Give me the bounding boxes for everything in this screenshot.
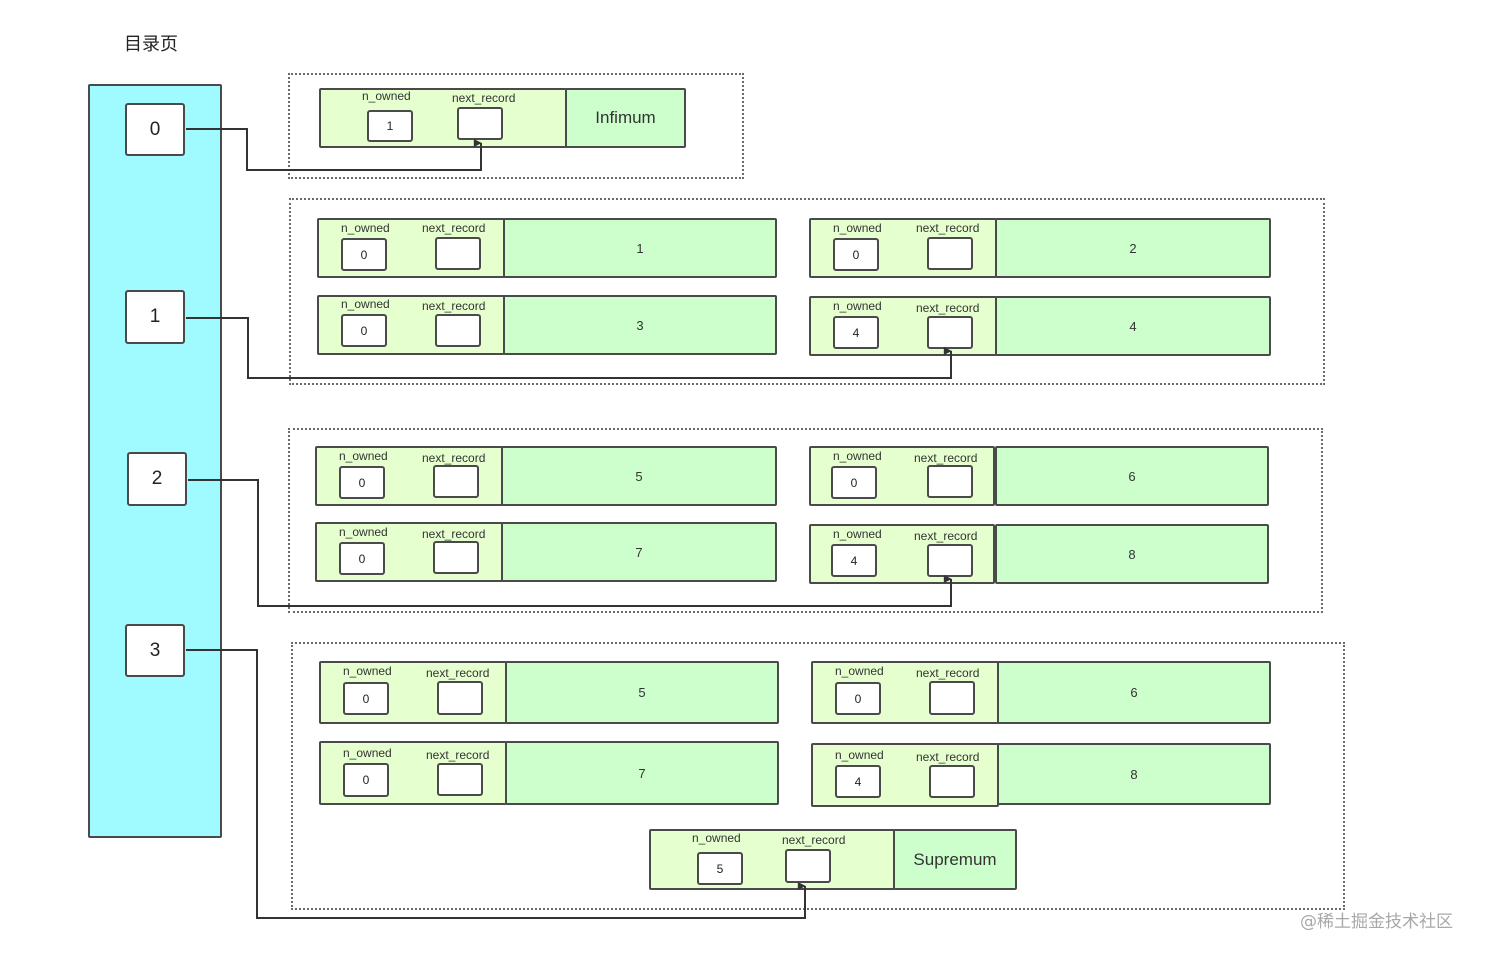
n-owned-label: n_owned xyxy=(341,221,390,235)
group-1 xyxy=(289,198,1325,385)
next-record-pointer xyxy=(435,237,481,270)
next-record-pointer xyxy=(433,465,479,498)
n-owned-label: n_owned xyxy=(835,664,884,678)
slot-2-connector xyxy=(188,479,952,607)
n-owned-value: 0 xyxy=(339,466,385,499)
next-record-pointer xyxy=(929,765,975,798)
directory-slot-0: 0 xyxy=(125,103,185,156)
record-body: 6 xyxy=(995,446,1269,506)
next-record-pointer xyxy=(457,107,503,140)
n-owned-label: n_owned xyxy=(343,746,392,760)
slot-3-connector xyxy=(186,649,806,919)
group-2 xyxy=(288,428,1323,613)
n-owned-value: 0 xyxy=(343,682,389,715)
n-owned-label: n_owned xyxy=(341,297,390,311)
next-record-label: next_record xyxy=(914,529,978,543)
next-record-pointer xyxy=(437,763,483,796)
page-title: 目录页 xyxy=(124,34,178,55)
directory-slot-1: 1 xyxy=(125,290,185,344)
record-body: 3 xyxy=(503,295,777,355)
group-0 xyxy=(288,73,744,179)
record-body: Supremum xyxy=(893,829,1017,890)
next-record-label: next_record xyxy=(426,748,490,762)
record-body: 5 xyxy=(505,661,779,724)
n-owned-value: 5 xyxy=(697,852,743,885)
next-record-label: next_record xyxy=(916,301,980,315)
next-record-label: next_record xyxy=(782,833,846,847)
n-owned-value: 0 xyxy=(339,542,385,575)
next-record-pointer xyxy=(785,849,831,883)
n-owned-label: n_owned xyxy=(833,221,882,235)
n-owned-label: n_owned xyxy=(833,449,882,463)
n-owned-label: n_owned xyxy=(339,525,388,539)
n-owned-label: n_owned xyxy=(833,299,882,313)
n-owned-label: n_owned xyxy=(362,89,411,103)
n-owned-label: n_owned xyxy=(692,831,741,845)
n-owned-label: n_owned xyxy=(339,449,388,463)
n-owned-value: 0 xyxy=(831,466,877,499)
n-owned-label: n_owned xyxy=(833,527,882,541)
next-record-pointer xyxy=(929,681,975,715)
n-owned-label: n_owned xyxy=(835,748,884,762)
record-body: 1 xyxy=(503,218,777,278)
next-record-label: next_record xyxy=(452,91,516,105)
n-owned-value: 0 xyxy=(835,682,881,715)
record-body: 8 xyxy=(997,743,1271,805)
slot-0-connector xyxy=(186,128,482,171)
n-owned-label: n_owned xyxy=(343,664,392,678)
record-body: 5 xyxy=(501,446,777,506)
n-owned-value: 4 xyxy=(833,316,879,349)
directory-slot-2: 2 xyxy=(127,452,187,506)
next-record-label: next_record xyxy=(422,527,486,541)
next-record-label: next_record xyxy=(916,666,980,680)
group-3 xyxy=(291,642,1345,910)
directory-slot-3: 3 xyxy=(125,624,185,677)
slot-1-connector xyxy=(186,317,952,379)
next-record-label: next_record xyxy=(426,666,490,680)
record-header xyxy=(319,88,567,148)
record-body: Infimum xyxy=(565,88,686,148)
next-record-pointer xyxy=(433,541,479,574)
n-owned-value: 0 xyxy=(833,238,879,271)
n-owned-value: 0 xyxy=(343,763,389,797)
n-owned-value: 0 xyxy=(341,238,387,271)
record-body: 4 xyxy=(995,296,1271,356)
record-body: 7 xyxy=(501,522,777,582)
record-body: 2 xyxy=(995,218,1271,278)
record-body: 6 xyxy=(997,661,1271,724)
next-record-pointer xyxy=(927,237,973,270)
n-owned-value: 1 xyxy=(367,110,413,142)
n-owned-value: 4 xyxy=(835,765,881,798)
record-body: 8 xyxy=(995,524,1269,584)
next-record-label: next_record xyxy=(422,451,486,465)
next-record-label: next_record xyxy=(422,221,486,235)
watermark: @稀土掘金技术社区 xyxy=(1300,912,1453,932)
next-record-label: next_record xyxy=(916,750,980,764)
next-record-pointer xyxy=(927,465,973,498)
next-record-label: next_record xyxy=(914,451,978,465)
next-record-pointer xyxy=(435,314,481,347)
record-body: 7 xyxy=(505,741,779,805)
next-record-label: next_record xyxy=(422,299,486,313)
next-record-pointer xyxy=(437,681,483,715)
next-record-label: next_record xyxy=(916,221,980,235)
n-owned-value: 0 xyxy=(341,314,387,347)
n-owned-value: 4 xyxy=(831,544,877,577)
